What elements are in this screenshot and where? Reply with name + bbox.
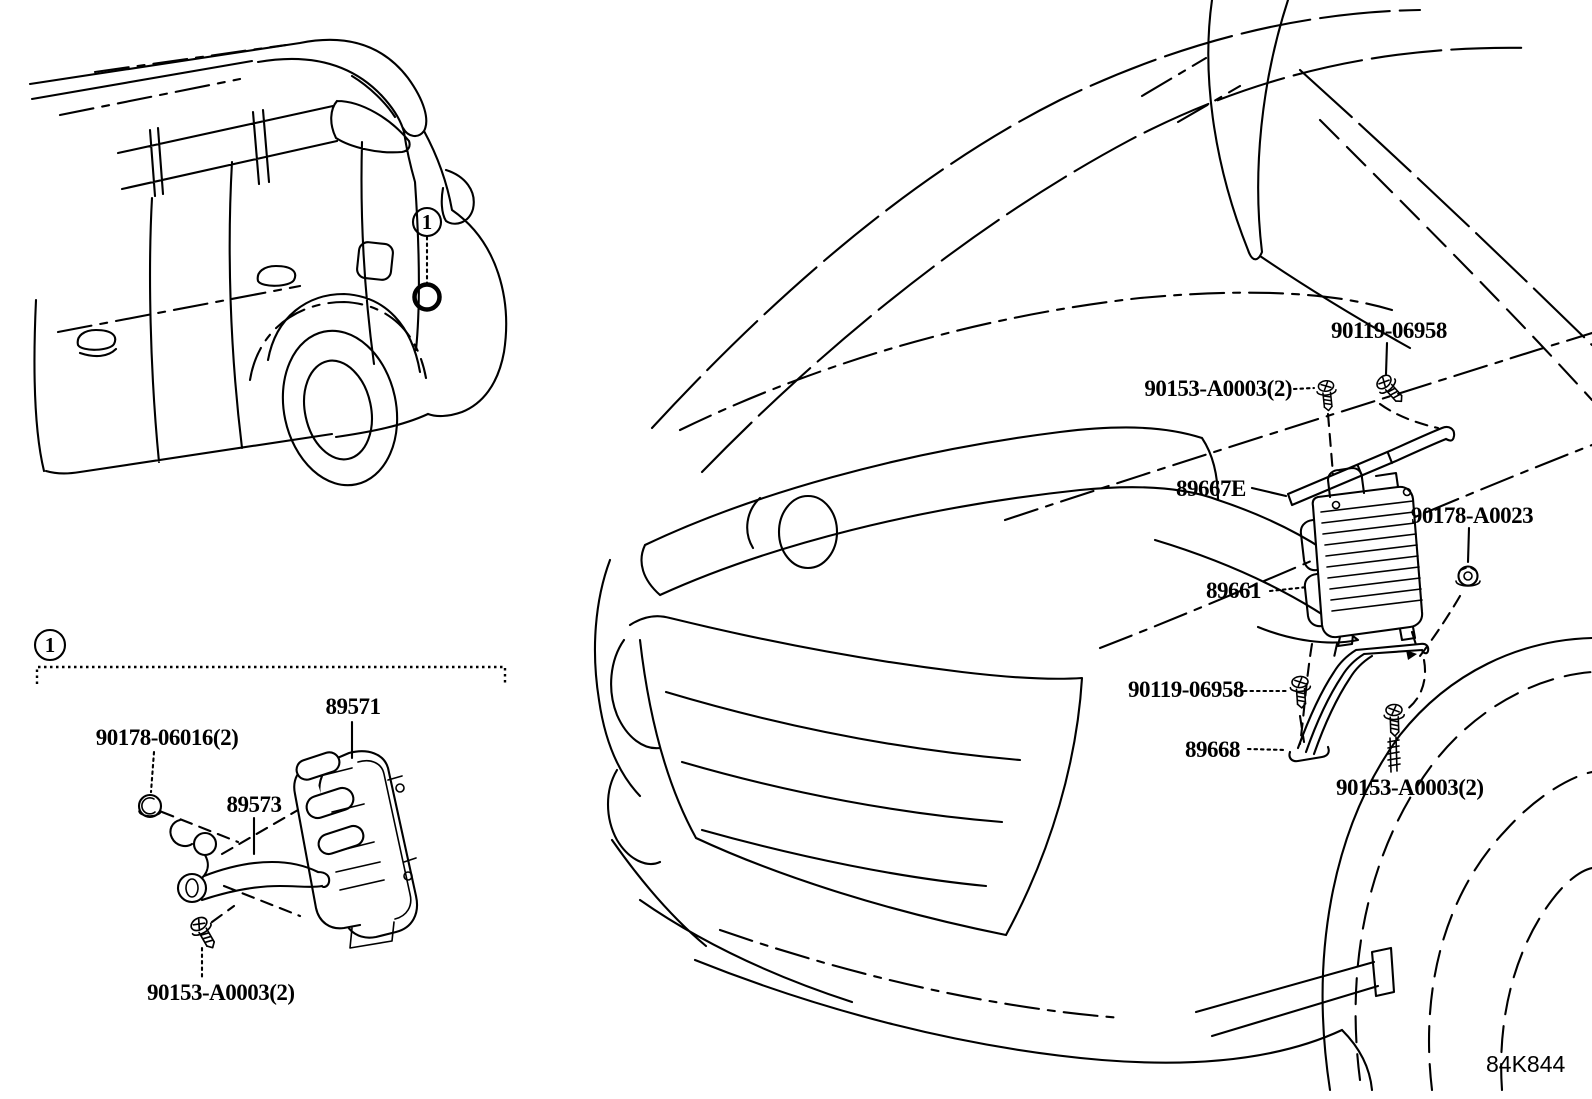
- ecu-top-tab: [1326, 466, 1400, 499]
- label-90153-top: 90153-A0003(2): [1144, 376, 1292, 401]
- front-wheel-arcs: [1354, 670, 1592, 1092]
- figure-code: 84K844: [1486, 1051, 1566, 1077]
- nut-90178-a0023: [1455, 565, 1481, 587]
- front-car-lower-grille: [593, 558, 1084, 937]
- label-90119-top: 90119-06958: [1331, 318, 1447, 343]
- sensor-location-marker: [412, 282, 442, 312]
- bracket-arrow: [1406, 650, 1417, 660]
- label-90119-lower: 90119-06958: [1128, 677, 1244, 702]
- label-89571: 89571: [326, 694, 381, 719]
- dotted-leaders: [1242, 386, 1316, 752]
- front-car-grille-band: [640, 426, 1370, 644]
- detail-hidden-links: [160, 808, 302, 924]
- part-89573-bracket: [169, 818, 331, 904]
- detail-nut: [137, 793, 163, 819]
- detail-callout-number: 1: [45, 633, 56, 657]
- fuel-door: [356, 241, 394, 281]
- bolt-90153-top: [1315, 379, 1339, 413]
- emblem-camera-ring: [777, 494, 839, 570]
- detail-callout-circle: [33, 628, 67, 662]
- part-89661-ecu: [1299, 466, 1424, 648]
- part-89667e-bracket: [1286, 425, 1456, 507]
- rear-car-body-lines: [28, 38, 508, 475]
- front-car-fender-lines: [1298, 68, 1592, 347]
- label-89668: 89668: [1185, 737, 1240, 762]
- screw-90119-lower: [1288, 675, 1313, 710]
- front-car-windshield-lines: [650, 8, 1532, 474]
- label-90153-lower: 90153-A0003(2): [1336, 775, 1484, 800]
- rear-car-hidden-lines: [56, 43, 428, 382]
- hidden-links: [1298, 402, 1462, 746]
- front-wheel-arch: [1321, 636, 1592, 1092]
- rear-wheel-rim: [303, 359, 373, 461]
- label-89667e: 89667E: [1176, 476, 1246, 501]
- detail-dotted-leaders: [149, 750, 204, 982]
- ecu-fins: [1320, 500, 1423, 612]
- detail-group: 1: [33, 628, 507, 1005]
- part-89668-bracket: [1288, 642, 1430, 763]
- ecu-connectors: [1299, 518, 1417, 648]
- label-90178-a0023: 90178-A0023: [1411, 503, 1533, 528]
- rear-car-drawing: [28, 38, 508, 487]
- detail-bracket-line: [35, 665, 507, 684]
- label-90178-06016: 90178-06016(2): [96, 725, 238, 750]
- screw-90119-top: [1372, 370, 1410, 409]
- front-car-pillar-lines: [1207, 0, 1412, 350]
- label-89573: 89573: [227, 792, 282, 817]
- callout-circle: [411, 206, 443, 238]
- label-89661: 89661: [1206, 578, 1261, 603]
- part-89571-sensor: [293, 750, 418, 949]
- front-car-hood-cut-lines: [678, 56, 1592, 1020]
- rear-car-callout: 1: [411, 206, 443, 312]
- rear-tire: [281, 329, 399, 487]
- bolt-90153-lower-thread: [1387, 736, 1401, 773]
- detail-solid-leaders: [252, 720, 354, 856]
- front-car-bumper: [610, 838, 1374, 1092]
- solid-leaders: [1250, 341, 1471, 564]
- front-rocker: [1194, 946, 1396, 1038]
- callout-number: 1: [422, 210, 433, 234]
- front-car-drawing: [593, 0, 1592, 1092]
- label-90153-detail: 90153-A0003(2): [147, 980, 295, 1005]
